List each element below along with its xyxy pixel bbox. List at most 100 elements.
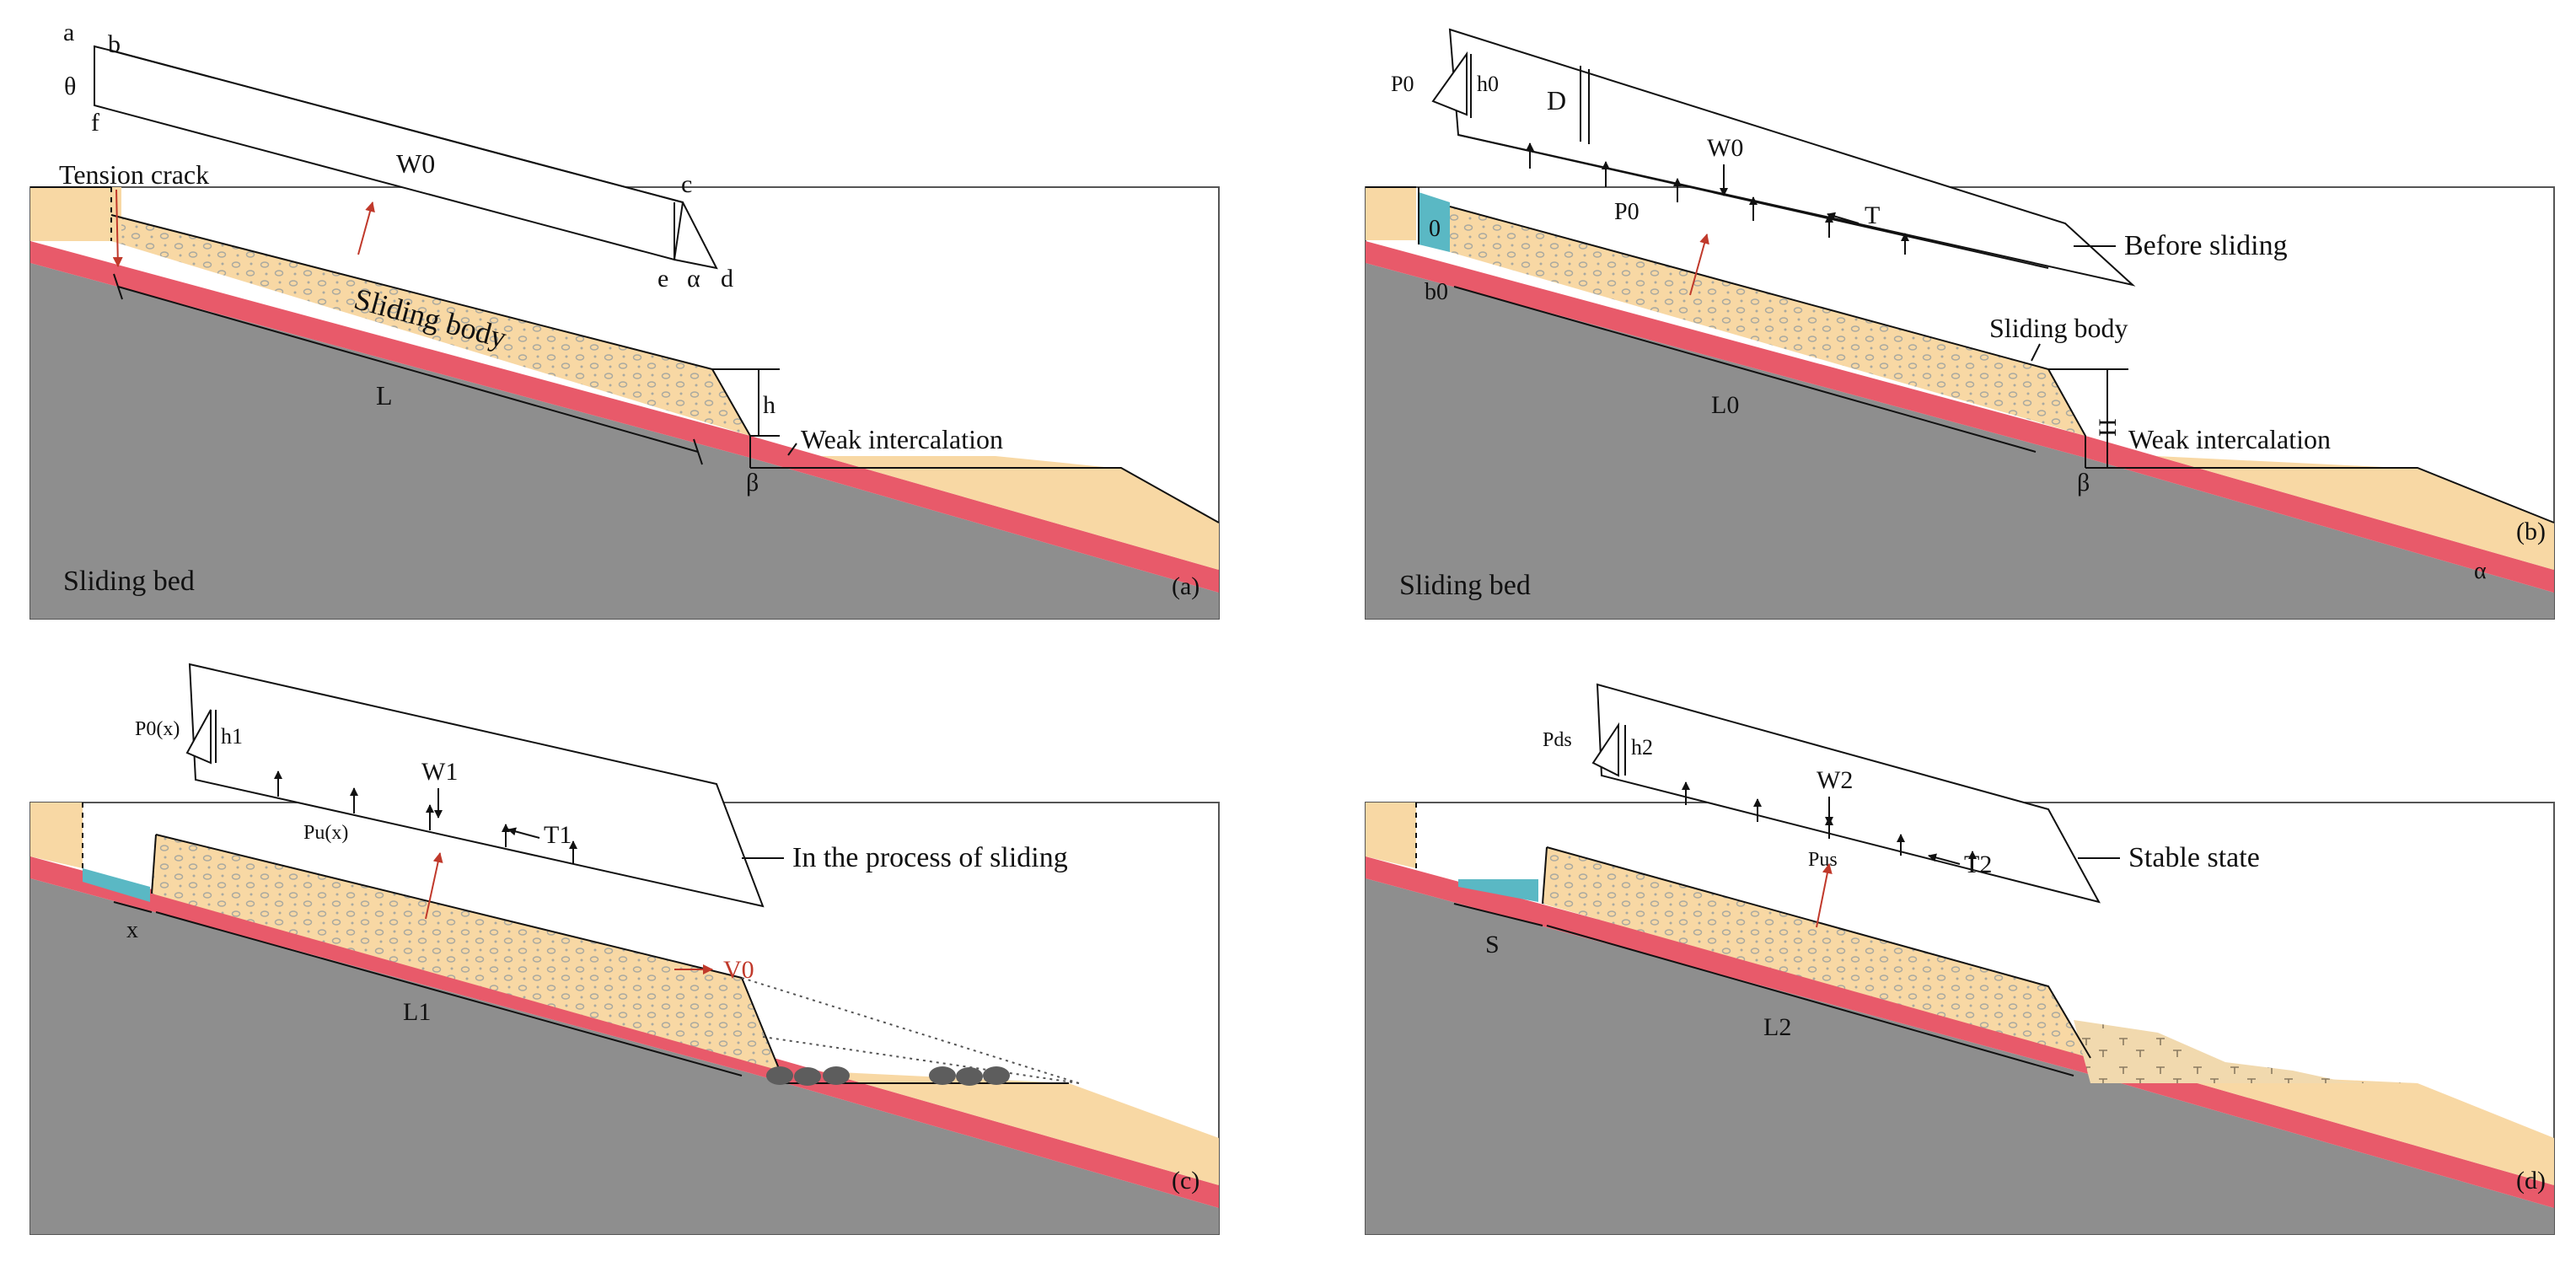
panel-d: Pds h2 W2 Pus T2 Stable state S L2 (d) xyxy=(1365,683,2555,1235)
length-dim-b xyxy=(1453,286,2037,453)
label-beta-a: β xyxy=(746,469,759,497)
sliding-body-b-pointer xyxy=(2031,343,2041,362)
panel-c-free-body: P0(x) h1 W1 Pu(x) T1 In the process of s… xyxy=(135,663,1068,920)
free-body-a xyxy=(94,45,684,261)
panel-c-weak-layer xyxy=(30,856,1219,1208)
debris-block-6 xyxy=(983,1066,1010,1085)
shear-d-arrow xyxy=(1928,853,1961,865)
b-red-arrow xyxy=(1689,234,1709,296)
panel-b-slope-cover xyxy=(1366,187,1416,240)
panel-b-cover-layer xyxy=(2156,456,2554,570)
panel-d-free-body: Pds h2 W2 Pus T2 Stable state xyxy=(1543,683,2260,928)
label-shear-c: T1 xyxy=(544,821,572,849)
panel-a-sliding-body xyxy=(111,215,750,436)
panel-a-top-surface xyxy=(110,214,751,468)
panel-d-water xyxy=(1458,879,1538,902)
label-panel-c: (c) xyxy=(1172,1167,1199,1195)
label-beta-b: β xyxy=(2077,469,2090,497)
label-panel-a: (a) xyxy=(1172,572,1199,600)
free-body-a-top xyxy=(110,50,684,203)
length-tick-a2 xyxy=(693,438,703,465)
panel-d-weak-layer xyxy=(1366,856,2554,1208)
panel-a-sliding-bed xyxy=(30,263,1219,619)
label-shear-d: T2 xyxy=(1964,851,1992,878)
water-triangle-c xyxy=(185,709,212,765)
label-state-d: Stable state xyxy=(2128,842,2260,873)
label-uplift-b: P0 xyxy=(1614,199,1640,225)
label-b: b xyxy=(108,30,121,58)
label-h-water-b: h0 xyxy=(1477,72,1499,96)
panel-c-sliding-body xyxy=(152,835,780,1071)
water-triangle-d xyxy=(1591,722,1619,777)
panel-b-toe-ground xyxy=(2085,467,2555,523)
free-body-a-toe xyxy=(674,201,718,270)
panel-b-sliding-body xyxy=(1450,207,2085,436)
panel-b: 0 b0 P0 h0 D W0 P0 T Before sliding xyxy=(1365,28,2555,620)
label-tension-crack: Tension crack xyxy=(59,159,209,190)
panel-c: P0(x) h1 W1 Pu(x) T1 In the process of s… xyxy=(30,663,1220,1235)
label-uplift-d: Pus xyxy=(1808,849,1838,871)
label-weak-b: Weak intercalation xyxy=(2128,424,2331,454)
label-e: e xyxy=(657,265,668,293)
label-water-level-b: 0 xyxy=(1429,216,1441,242)
label-crack-width-b: b0 xyxy=(1425,279,1448,305)
length-dim-c xyxy=(155,911,743,1076)
panel-c-sliding-bed xyxy=(30,878,1219,1234)
label-state-c: In the process of sliding xyxy=(792,842,1068,873)
displacement-d-dim xyxy=(1453,903,1543,926)
label-uplift-c: Pu(x) xyxy=(303,822,348,844)
label-bed-a: Sliding bed xyxy=(63,566,195,597)
label-height-b: H xyxy=(2094,418,2122,437)
label-h-water-d: h2 xyxy=(1631,735,1653,760)
c-red-arrow xyxy=(425,852,443,920)
panel-a-cover-layer xyxy=(821,456,1219,570)
panel-a-slope-cover xyxy=(30,187,111,241)
water-triangle-b xyxy=(1431,51,1468,116)
panel-b-water xyxy=(1419,192,1450,252)
label-weak-a: Weak intercalation xyxy=(801,424,1003,454)
panel-b-sliding-bed xyxy=(1366,263,2554,619)
label-panel-b: (b) xyxy=(2516,518,2546,545)
panel-a-weak-layer xyxy=(30,241,1219,593)
panel-d-sliding-body xyxy=(1543,847,2090,1058)
label-p-water-d: Pds xyxy=(1543,729,1572,751)
label-c: c xyxy=(681,170,692,198)
length-dim-d xyxy=(1546,925,2074,1076)
label-alpha-b: α xyxy=(2474,558,2487,584)
length-tick-a1 xyxy=(113,273,123,300)
shear-b-arrow xyxy=(1827,212,1860,224)
label-length-c: L1 xyxy=(403,998,431,1026)
shear-c-arrow xyxy=(507,827,540,839)
panel-b-weak-layer xyxy=(1366,241,2554,593)
panel-c-ghost-top xyxy=(741,977,1080,1084)
panel-c-water xyxy=(83,868,150,902)
panel-d-top-surface xyxy=(1546,846,2091,1059)
displacement-c-dim xyxy=(113,901,153,913)
debris-block-4 xyxy=(929,1066,956,1085)
panel-d-left-edge xyxy=(1542,846,1548,905)
label-displacement-d: S xyxy=(1485,931,1500,958)
label-length-b: L0 xyxy=(1711,391,1739,419)
debris-block-5 xyxy=(956,1067,983,1086)
label-shear-b: T xyxy=(1865,201,1880,229)
label-length-d: L2 xyxy=(1763,1013,1791,1041)
panel-c-slope-cover xyxy=(30,803,83,868)
label-weight-b: W0 xyxy=(1707,134,1743,162)
label-p-water-b: P0 xyxy=(1391,72,1414,96)
label-depth-b: D xyxy=(1547,85,1566,115)
panel-b-top-surface xyxy=(1449,206,2086,468)
panel-c-left-edge xyxy=(151,834,157,894)
weak-a-pointer xyxy=(787,443,797,456)
label-weight-a: W0 xyxy=(396,148,435,179)
length-dim-a xyxy=(117,286,699,453)
label-h-water-c: h1 xyxy=(221,724,243,749)
label-weight-d: W2 xyxy=(1817,766,1853,794)
label-displacement-c: x xyxy=(126,917,138,943)
d-red-arrow xyxy=(1816,863,1833,928)
free-body-d xyxy=(1596,683,2101,904)
label-d: d xyxy=(721,265,733,293)
panel-b-free-body: P0 h0 D W0 P0 T Before sliding xyxy=(1391,28,2288,296)
panel-c-cover-layer xyxy=(821,1071,1219,1185)
label-theta: θ xyxy=(64,72,76,100)
